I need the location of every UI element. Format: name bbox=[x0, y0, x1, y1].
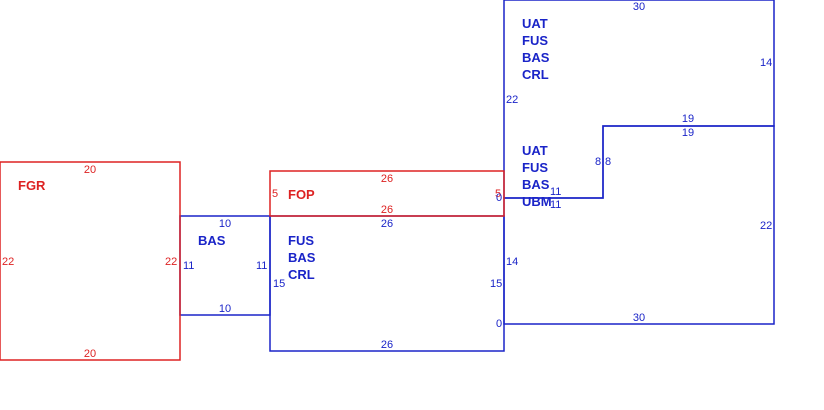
zone-fop-label: FOP bbox=[288, 187, 315, 202]
bas-dim-bottom: 10 bbox=[219, 303, 231, 315]
uat-upper-dim-inner-left: 8 bbox=[595, 156, 601, 168]
fgr-dim-top: 20 bbox=[84, 164, 96, 176]
zone-uat-upper-label-4: CRL bbox=[522, 67, 549, 82]
uat-lower-dim-inner-bottom: 11 bbox=[550, 199, 561, 211]
zone-fus-bas-crl-label-1: FUS bbox=[288, 233, 314, 248]
uat-lower-dim-top: 19 bbox=[682, 127, 694, 139]
zone-fus-bas-crl-label-2: BAS bbox=[288, 250, 316, 265]
uat-upper-dim-top: 30 bbox=[633, 1, 645, 13]
bas-dim-left: 11 bbox=[183, 260, 194, 272]
uat-upper-dim-left: 22 bbox=[506, 94, 518, 106]
zone-uat-upper-label-3: BAS bbox=[522, 50, 550, 65]
uat-lower-dim-left: 14 bbox=[506, 256, 518, 268]
fus-bas-crl-dim-left: 15 bbox=[273, 278, 285, 290]
uat-upper-dim-zero: 0 bbox=[496, 192, 502, 204]
zone-uat-lower-label-2: FUS bbox=[522, 160, 548, 175]
zone-uat-lower-label-4: UBM bbox=[522, 194, 552, 209]
zone-uat-upper-label-2: FUS bbox=[522, 33, 548, 48]
zone-uat-lower-label-3: BAS bbox=[522, 177, 550, 192]
fop-dim-bottom: 26 bbox=[381, 204, 393, 216]
fgr-dim-right: 22 bbox=[165, 256, 177, 268]
fop-dim-right: 5 bbox=[495, 188, 501, 200]
zone-fgr-label: FGR bbox=[18, 178, 46, 193]
uat-upper-dim-inner-right: 8 bbox=[605, 156, 611, 168]
fus-bas-crl-dim-top: 26 bbox=[381, 218, 393, 230]
zone-uat-upper-label-1: UAT bbox=[522, 16, 548, 31]
uat-lower-dim-bottom: 30 bbox=[633, 312, 645, 324]
uat-lower-dim-right: 22 bbox=[760, 220, 772, 232]
zone-fgr-outline bbox=[0, 161, 181, 361]
uat-upper-dim-bottom-right: 19 bbox=[682, 113, 694, 125]
zone-fop-outline bbox=[269, 170, 505, 217]
fgr-dim-left: 22 bbox=[2, 256, 14, 268]
fop-dim-top: 26 bbox=[381, 173, 393, 185]
uat-upper-dim-right: 14 bbox=[760, 57, 772, 69]
fus-bas-crl-dim-right: 15 bbox=[490, 278, 502, 290]
fus-bas-crl-dim-bottom: 26 bbox=[381, 339, 393, 351]
zone-bas-label: BAS bbox=[198, 233, 226, 248]
bas-dim-top: 10 bbox=[219, 218, 231, 230]
uat-upper-dim-inner-bottom: 11 bbox=[550, 186, 561, 198]
uat-lower-dim-zero: 0 bbox=[496, 318, 502, 330]
zone-fus-bas-crl-label-3: CRL bbox=[288, 267, 315, 282]
fop-dim-left: 5 bbox=[272, 188, 278, 200]
bas-dim-right: 11 bbox=[256, 260, 267, 272]
fgr-dim-bottom: 20 bbox=[84, 348, 96, 360]
zone-uat-lower-label-1: UAT bbox=[522, 143, 548, 158]
